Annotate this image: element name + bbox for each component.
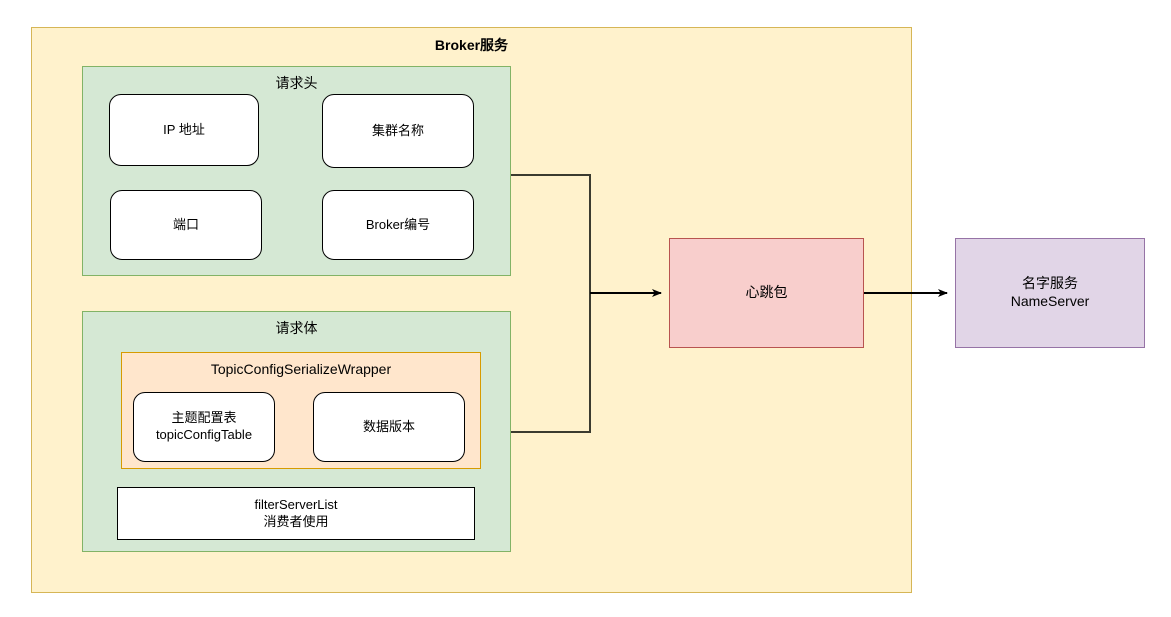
nameserver-node: 名字服务 NameServer bbox=[955, 238, 1145, 348]
field-filter-server-list: filterServerList 消费者使用 bbox=[117, 487, 475, 540]
topic-config-serialize-wrapper-title: TopicConfigSerializeWrapper bbox=[210, 361, 392, 377]
field-ip-address-label: IP 地址 bbox=[163, 121, 205, 137]
heartbeat-packet-label: 心跳包 bbox=[745, 284, 788, 301]
field-topic-config-table: 主题配置表 topicConfigTable bbox=[133, 392, 275, 462]
request-head-title: 请求头 bbox=[275, 75, 318, 91]
field-topic-config-table-label: 主题配置表 topicConfigTable bbox=[155, 410, 253, 442]
nameserver-label: 名字服务 NameServer bbox=[1010, 275, 1090, 309]
field-ip-address: IP 地址 bbox=[109, 94, 259, 166]
field-cluster-name: 集群名称 bbox=[322, 94, 474, 168]
request-body-title: 请求体 bbox=[275, 320, 318, 336]
broker-service-title: Broker服务 bbox=[434, 37, 509, 53]
heartbeat-packet-node: 心跳包 bbox=[669, 238, 864, 348]
field-filter-server-list-label: filterServerList 消费者使用 bbox=[254, 496, 338, 529]
field-broker-id-label: Broker编号 bbox=[365, 216, 431, 232]
field-cluster-name-label: 集群名称 bbox=[371, 122, 424, 138]
field-data-version: 数据版本 bbox=[313, 392, 465, 462]
field-broker-id: Broker编号 bbox=[322, 190, 474, 260]
field-port-label: 端口 bbox=[172, 216, 199, 232]
field-port: 端口 bbox=[110, 190, 262, 260]
field-data-version-label: 数据版本 bbox=[362, 418, 415, 434]
